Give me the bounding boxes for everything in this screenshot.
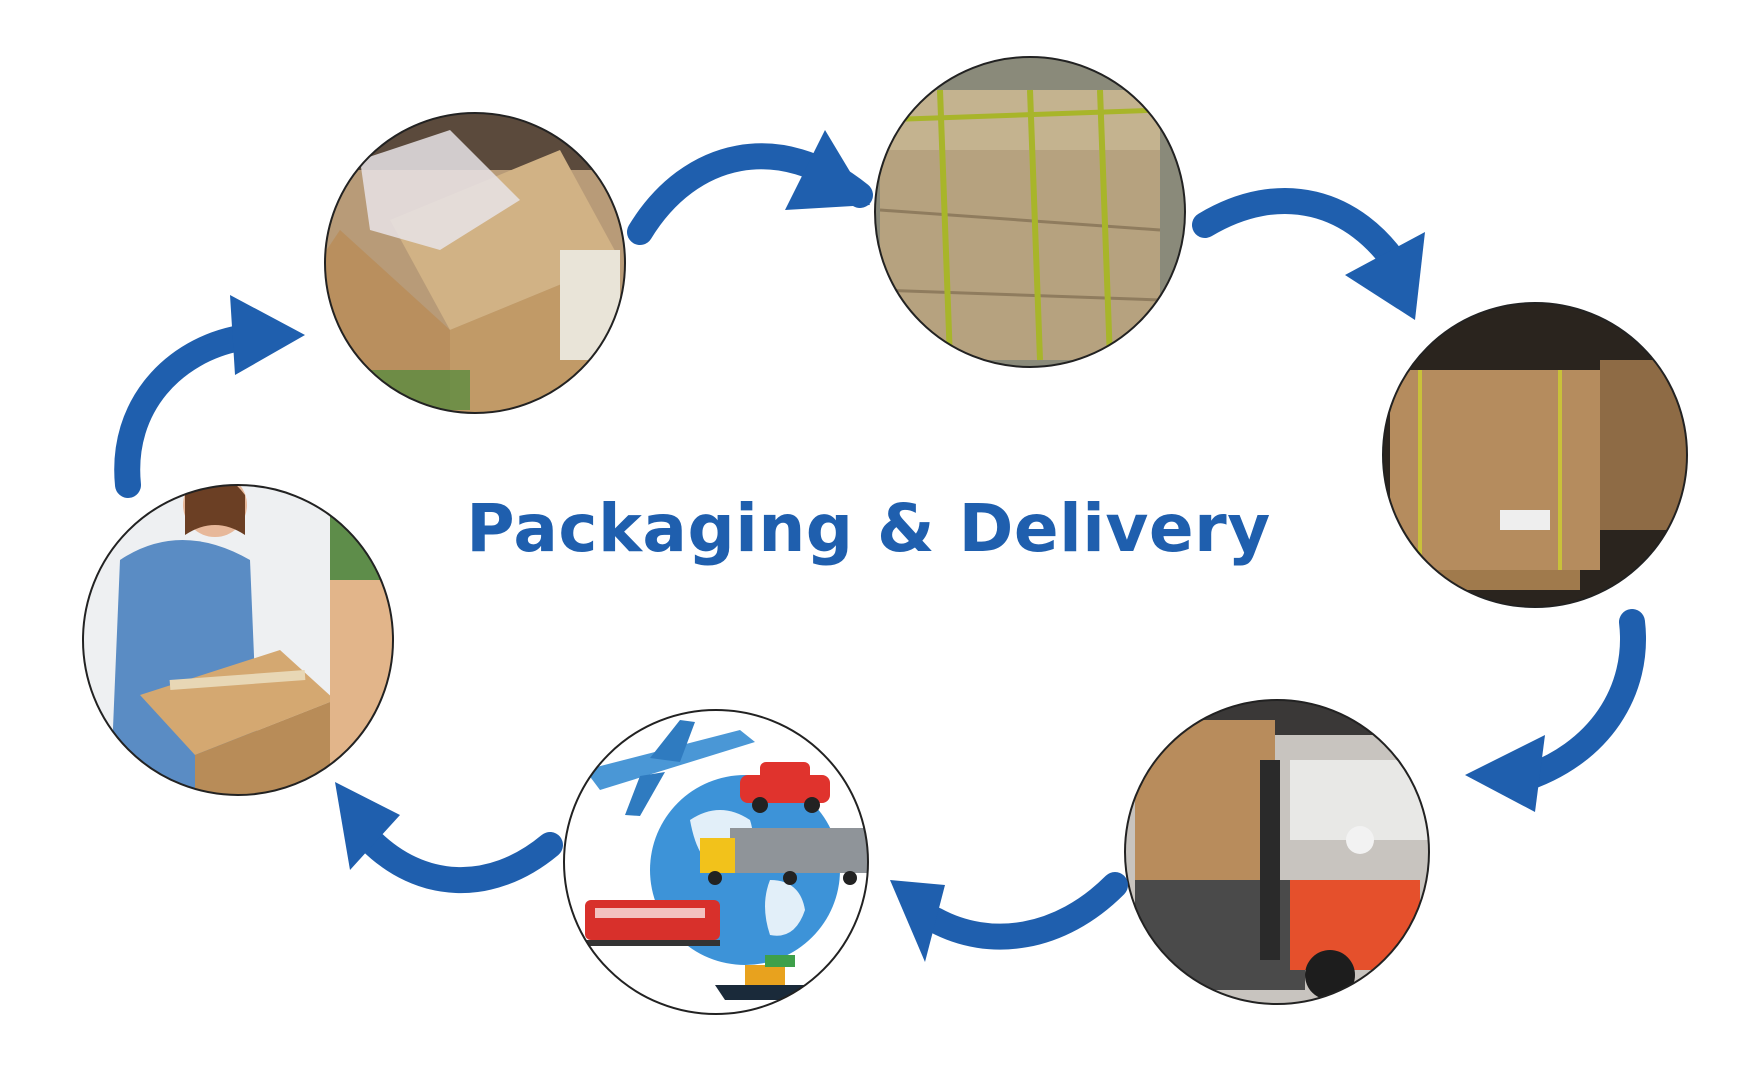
- arrow-step5-to-step6: [335, 782, 563, 894]
- step-1-boxing-image: [324, 112, 626, 414]
- arrow-step1-to-step2: [627, 130, 873, 245]
- arrow-step2-to-step3: [1192, 188, 1425, 320]
- arrow-step4-to-step5: [890, 872, 1128, 962]
- step-3-palletized-warehouse-image: [1382, 302, 1688, 608]
- step-4-forklift-loading-image: [1124, 699, 1430, 1005]
- step-2-strapped-cartons-image: [874, 56, 1186, 368]
- arrow-step6-to-step1: [114, 295, 305, 498]
- diagram-title: Packaging & Delivery: [466, 490, 1271, 567]
- arrow-step3-to-step4: [1465, 609, 1646, 812]
- step-5-global-shipping-image: [563, 709, 869, 1015]
